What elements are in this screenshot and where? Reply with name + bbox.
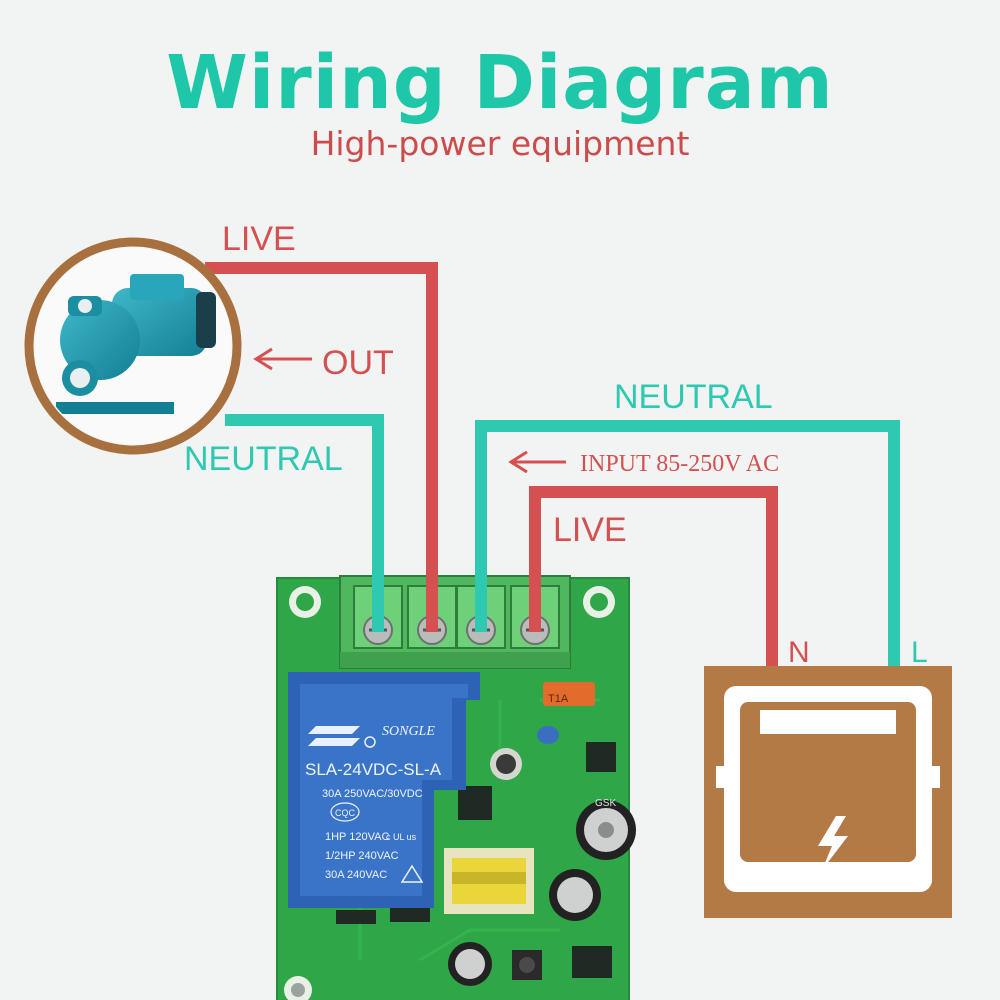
capacitor-label: GSK — [595, 798, 616, 809]
wires — [205, 262, 900, 670]
electrolytic-capacitor: GSK — [576, 798, 636, 860]
water-pump-icon — [24, 237, 242, 455]
electrolytic-capacitor — [448, 942, 492, 986]
label-l-terminal: L — [911, 636, 928, 669]
relay-spec-1: 1HP 120VAC — [325, 831, 389, 843]
electrolytic-capacitor — [549, 869, 601, 921]
songle-logo-icon — [308, 726, 376, 748]
warning-triangle-icon — [400, 864, 424, 883]
mounting-hole-bottom — [284, 976, 312, 1000]
relay-brand: SONGLE — [382, 724, 435, 739]
relay-ul-mark: c UL us — [386, 832, 417, 842]
relay-model: SLA-24VDC-SL-A — [305, 760, 442, 779]
diode — [390, 908, 430, 922]
wire-neutral-load — [225, 414, 384, 632]
label-live-load: LIVE — [222, 220, 296, 258]
label-neutral-load: NEUTRAL — [184, 440, 343, 478]
fuse-label: T1A — [548, 693, 569, 705]
label-live-input: LIVE — [553, 511, 627, 549]
ic-chip — [572, 946, 612, 978]
mounting-hole-right — [583, 586, 615, 618]
wire-live-input — [529, 486, 778, 670]
relay: SONGLE SLA-24VDC-SL-A 30A 250VAC/30VDC C… — [288, 672, 480, 908]
transformer — [444, 848, 534, 914]
left-arrow-icon — [253, 347, 312, 371]
page-title: Wiring Diagram — [166, 40, 834, 126]
label-input-voltage: INPUT 85-250V AC — [580, 451, 779, 477]
relay-cert: CQC — [335, 808, 356, 818]
ceramic-capacitor — [537, 726, 559, 744]
relay-spec-3: 30A 240VAC — [325, 869, 387, 881]
wire-live-load — [205, 262, 438, 632]
label-n-terminal: N — [788, 636, 810, 669]
wire-neutral-input — [475, 420, 900, 670]
fuse — [543, 682, 595, 706]
ic-chip — [458, 786, 492, 820]
lightning-icon — [818, 816, 848, 870]
diode — [336, 910, 376, 924]
ic-chip — [586, 742, 616, 772]
label-neutral-input: NEUTRAL — [614, 378, 773, 416]
power-source — [704, 666, 952, 918]
left-arrow-icon — [508, 450, 566, 474]
mounting-hole-left — [289, 586, 321, 618]
label-out: OUT — [322, 344, 394, 382]
relay-spec-2: 1/2HP 240VAC — [325, 850, 399, 862]
relay-rating: 30A 250VAC/30VDC — [322, 788, 423, 800]
page-subtitle: High-power equipment — [310, 124, 690, 163]
